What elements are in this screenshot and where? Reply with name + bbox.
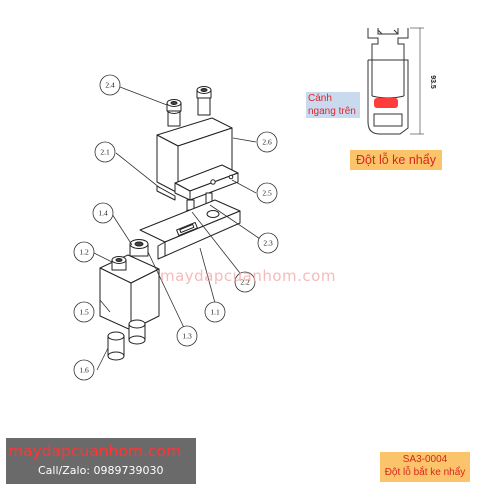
callout-2-2 (234, 271, 256, 293)
callout-label-1-1: 1.1 (210, 308, 220, 317)
callout-1-3 (176, 325, 198, 347)
bolt-2-4 (166, 86, 212, 127)
bolt-1-2 (111, 256, 127, 271)
callout-label-1-6: 1.6 (79, 366, 89, 375)
callout-1-5 (73, 301, 95, 323)
punch-highlight (374, 98, 398, 108)
watermark-text: maydapcuanhom.com (160, 267, 336, 285)
bolt-1-4 (129, 239, 149, 257)
bolts-1-6 (107, 319, 146, 361)
callout-2-3 (257, 232, 279, 254)
dimension-label: 93.5 (429, 75, 436, 89)
callout-2-6 (256, 131, 278, 153)
product-code: SA3-0004 (402, 454, 448, 465)
callout-1-6 (73, 359, 95, 381)
code-box (380, 452, 470, 482)
plate-2-1 (156, 185, 176, 201)
brand-box (6, 438, 196, 484)
inset-caption: Đột lỗ ke nhẩy (350, 150, 442, 170)
callout-label-2-2: 2.2 (240, 278, 250, 287)
callout-label-2-5: 2.5 (262, 189, 272, 198)
callout-label-1-2: 1.2 (79, 248, 89, 257)
callout-1-1 (204, 301, 226, 323)
profile-inset (367, 27, 424, 135)
callout-1-4 (92, 202, 114, 224)
callout-2-5 (256, 182, 278, 204)
block-1-5 (99, 254, 160, 331)
slider-2-5 (174, 164, 239, 201)
callout-label-1-3: 1.3 (182, 332, 192, 341)
brand-phone: Call/Zalo: 0989739030 (38, 464, 164, 477)
callout-2-4 (99, 74, 121, 96)
code-label: SA3-0004 Đột lỗ bắt ke nhẩy (380, 453, 470, 479)
callout-label-2-6: 2.6 (262, 138, 272, 147)
callout-label-2-1: 2.1 (100, 148, 110, 157)
product-caption: Đột lỗ bắt ke nhẩy (384, 467, 466, 478)
inset-label: Cánh ngang trên (306, 92, 360, 118)
rail-1-1 (139, 199, 241, 260)
callout-1-2 (73, 241, 95, 263)
callout-2-1 (94, 141, 116, 163)
callout-label-1-4: 1.4 (98, 209, 108, 218)
callout-label-2-3: 2.3 (263, 239, 273, 248)
brand-url[interactable]: maydapcuanhom.com (8, 442, 182, 460)
callout-label-2-4: 2.4 (105, 81, 115, 90)
callout-label-1-5: 1.5 (79, 308, 89, 317)
